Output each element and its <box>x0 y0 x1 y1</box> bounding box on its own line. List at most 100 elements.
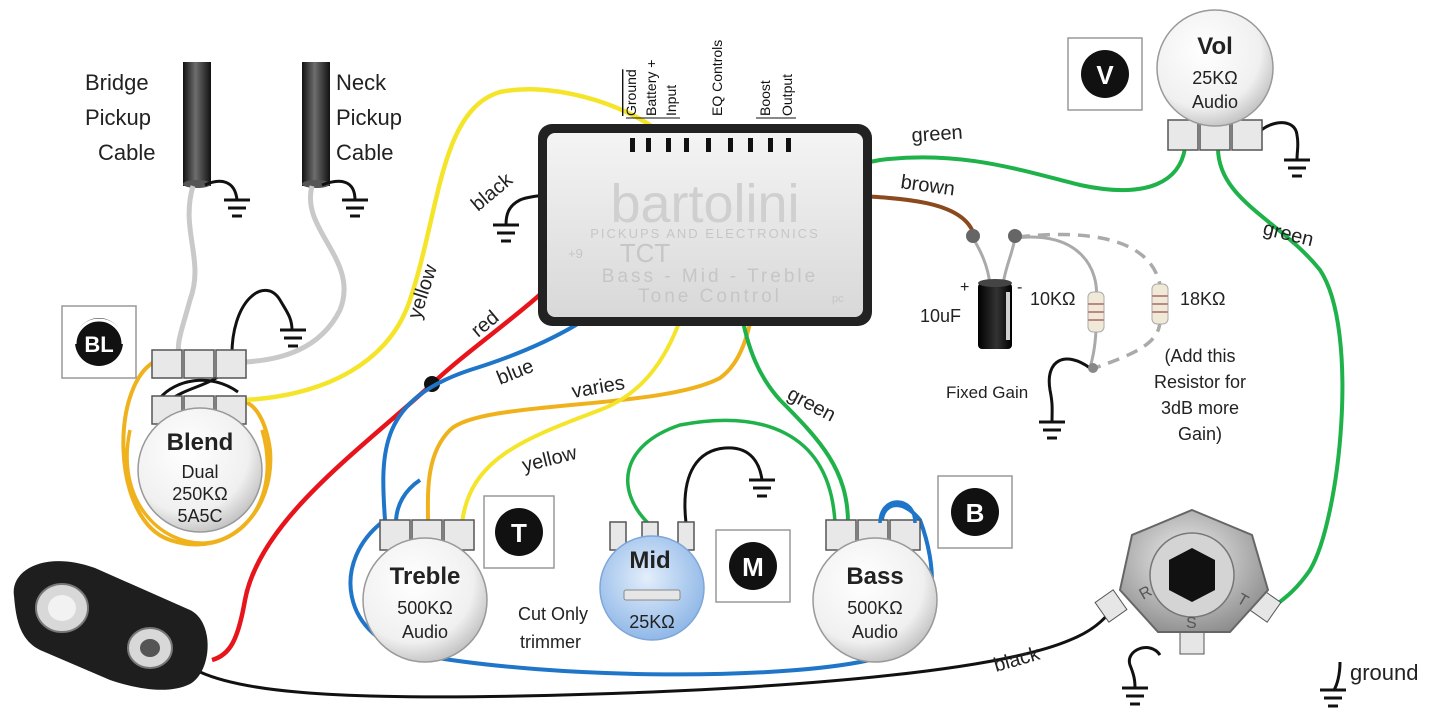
treble-pot-line-1: 500KΩ <box>397 598 453 618</box>
label-green-top: green <box>911 121 964 147</box>
pin-output <box>786 138 791 152</box>
black-jack-wire <box>199 604 1117 699</box>
label-yellow-top: yellow <box>404 261 442 321</box>
pin-eq-3 <box>728 138 733 152</box>
ground-symbol-jack <box>1122 686 1148 706</box>
pin-label-boost: Boost <box>757 80 773 116</box>
fixed-gain-label: Fixed Gain <box>946 383 1028 402</box>
bass-pot-title: Bass <box>846 563 903 590</box>
badge-blend-text: BL <box>84 332 113 357</box>
resistor-18k <box>1151 283 1169 325</box>
module-model: TCT <box>620 238 671 268</box>
bridge-label-2: Pickup <box>85 105 151 130</box>
resistor-10k-label: 10KΩ <box>1030 289 1075 309</box>
bridge-label-1: Bridge <box>85 70 149 95</box>
pin-label-battery: Battery + <box>643 60 659 116</box>
ground-legend-label: ground <box>1350 660 1419 685</box>
bridge-shield-wire <box>204 179 239 201</box>
pin-eq-4 <box>748 138 753 152</box>
tct-module: bartolini PICKUPS AND ELECTRONICS +9 TCT… <box>538 124 872 326</box>
pin-eq-1 <box>684 138 689 152</box>
neck-label-1: Neck <box>336 70 387 95</box>
pin-label-output: Output <box>779 74 795 116</box>
neck-pickup-cable <box>302 62 330 186</box>
badge-mid-text: M <box>742 552 764 582</box>
module-pins <box>630 138 791 152</box>
output-jack: R S T <box>1094 508 1282 655</box>
gain-node-right <box>1008 229 1022 243</box>
module-desc-2: Tone Control <box>638 286 782 307</box>
bass-pot: Bass 500KΩ Audio <box>812 519 938 663</box>
bridge-pickup-cable <box>183 62 211 186</box>
vol-pot-line-1: 25KΩ <box>1192 68 1237 88</box>
resistor-18k-lead-dashed <box>1017 232 1162 370</box>
mid-note-1: Cut Only <box>518 604 588 624</box>
mid-pot-title: Mid <box>629 547 670 574</box>
mid-trimmer: Mid 25KΩ <box>599 521 705 641</box>
ground-symbol-blend <box>280 328 306 348</box>
label-red: red <box>467 306 503 341</box>
cap-plus: + <box>960 279 969 296</box>
label-varies: varies <box>570 372 626 403</box>
bridge-cable-end <box>183 180 211 188</box>
treble-pot-title: Treble <box>390 563 461 590</box>
gain-note-1: (Add this <box>1164 346 1235 366</box>
pin-boost <box>768 138 773 152</box>
ground-symbol-module <box>493 223 519 243</box>
pin-label-ground: Ground <box>623 69 639 116</box>
resistor-18k-label: 18KΩ <box>1180 289 1225 309</box>
ground-symbol-vol <box>1284 158 1310 178</box>
treble-blue-lead <box>394 478 422 524</box>
badge-treble: T <box>483 495 555 569</box>
badge-blend: BL <box>61 305 137 379</box>
cap-lead-right <box>1001 237 1017 286</box>
ground-symbol-neck <box>342 198 368 218</box>
badge-vol: V <box>1067 37 1143 111</box>
blend-pot-line-3: 5A5C <box>177 506 222 526</box>
green-jack-wire <box>1216 147 1345 610</box>
blend-pot-title: Blend <box>167 429 234 456</box>
ground-symbol-mid <box>749 478 775 498</box>
blend-orange-loop-front <box>125 429 269 545</box>
cap-minus: - <box>1017 279 1022 296</box>
label-green-mid: green <box>784 383 839 426</box>
bass-pot-line-1: 500KΩ <box>847 598 903 618</box>
blend-pot-line-2: 250KΩ <box>172 484 228 504</box>
badge-vol-text: V <box>1096 60 1114 90</box>
mid-ground-wire <box>683 446 764 524</box>
neck-label-2: Pickup <box>336 105 402 130</box>
pin-battery <box>646 138 651 152</box>
badge-bass: B <box>937 475 1013 549</box>
mid-pot-line-1: 25KΩ <box>629 612 674 632</box>
neck-gray-wire <box>244 185 347 365</box>
badge-bass-text: B <box>966 498 985 528</box>
label-brown: brown <box>899 171 956 200</box>
capacitor-10uf <box>978 279 1012 349</box>
module-model-prefix: +9 <box>568 246 583 261</box>
neck-shield-wire <box>321 179 357 201</box>
treble-pot: Treble 500KΩ Audio <box>362 519 488 663</box>
module-brand: bartolini <box>610 174 799 234</box>
bridge-gray-wire <box>175 185 198 359</box>
resistor-10k <box>1087 291 1105 333</box>
ground-legend-symbol <box>1320 661 1346 708</box>
gain-note-4: Gain) <box>1178 424 1222 444</box>
bass-pot-line-2: Audio <box>852 622 898 642</box>
pin-input <box>666 138 671 152</box>
bridge-label-3: Cable <box>98 140 155 165</box>
gain-node-left <box>966 229 980 243</box>
yellow-input-wire <box>244 87 670 403</box>
jack-ground-wire <box>1127 646 1162 689</box>
vol-pot-line-2: Audio <box>1192 92 1238 112</box>
gain-note-2: Resistor for <box>1154 372 1246 392</box>
label-yellow-bottom: yellow <box>520 442 580 477</box>
blend-pot: Blend Dual 250KΩ 5A5C <box>137 349 263 533</box>
green-mid-bass-loop <box>626 418 837 525</box>
badge-treble-text: T <box>511 518 527 548</box>
blend-pot-line-1: Dual <box>181 462 218 482</box>
pin-label-eq-controls: EQ Controls <box>709 40 725 116</box>
label-green-right: green <box>1261 218 1316 252</box>
label-black-bottom: black <box>991 643 1043 677</box>
bass-blue-jumper <box>878 500 917 524</box>
